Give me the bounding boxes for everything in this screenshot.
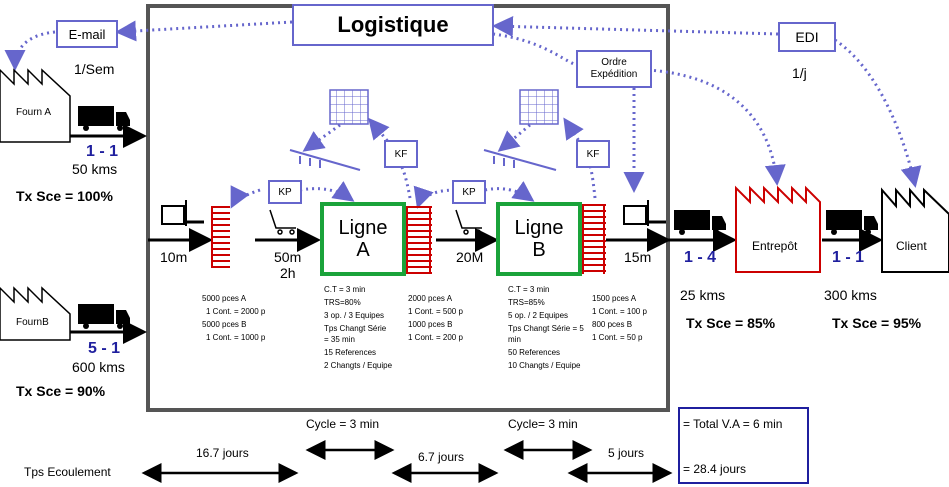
cart-icon <box>269 209 296 235</box>
flow-label-mid1-b: 2h <box>280 265 296 281</box>
timeline-duration-1: 16.7 jours <box>196 446 249 460</box>
cart-icon <box>455 209 482 235</box>
summary-total: = 28.4 jours <box>683 462 747 476</box>
warehouse-label: Entrepôt <box>752 239 798 253</box>
stock-1-info: 5000 pces A 1 Cont. = 2000 p 5000 pces B… <box>202 294 266 342</box>
edi-freq: 1/j <box>792 65 807 81</box>
truck-icon <box>78 106 130 131</box>
warehouse-service: Tx Sce = 85% <box>686 315 776 331</box>
supplier-a-distance: 50 kms <box>72 161 118 177</box>
email-box: E-mail <box>56 20 118 48</box>
timeline-cycle-b: Cycle= 3 min <box>508 417 578 431</box>
client-ratio: 1 - 1 <box>832 249 865 266</box>
kanban-kp-2: KP <box>452 180 486 204</box>
kanban-kp-1: KP <box>268 180 302 204</box>
timeline-cycle-a: Cycle = 3 min <box>306 417 380 431</box>
client-label: Client <box>896 239 927 253</box>
supplier-b-distance: 600 kms <box>72 359 125 375</box>
info-flows <box>4 16 922 209</box>
flow-label-in: 10m <box>160 249 188 265</box>
supplier-a-factory <box>0 68 71 143</box>
stock-stripes-2 <box>406 206 432 274</box>
ligne-b-specs: C.T = 3 min TRS=85% 5 op. / 2 Equipes Tp… <box>508 285 584 370</box>
client-distance: 300 kms <box>824 287 877 303</box>
truck-icon <box>674 210 726 235</box>
stock-2-info: 2000 pces A 1 Cont. = 500 p 1000 pces B … <box>408 294 463 342</box>
flow-label-mid2: 20M <box>456 249 484 265</box>
forklift-icon <box>623 200 666 226</box>
supplier-a-service: Tx Sce = 100% <box>16 188 113 204</box>
edi-box: EDI <box>778 22 836 52</box>
warehouse-distance: 25 kms <box>680 287 726 303</box>
timeline-duration-3: 5 jours <box>608 446 645 460</box>
page-title: Logistique <box>337 12 449 37</box>
kanban-post <box>289 149 557 171</box>
supplier-b-service: Tx Sce = 90% <box>16 383 106 399</box>
client-factory <box>881 187 949 273</box>
ligne-a-box: Ligne A <box>320 202 406 276</box>
supermarket-icon <box>519 89 559 125</box>
flow-label-out: 15m <box>624 249 652 265</box>
flow-label-mid1-a: 50m <box>274 249 302 265</box>
timeline-arrows <box>141 440 673 483</box>
supplier-a-freq: 1/Sem <box>74 61 115 77</box>
kanban-kf-2: KF <box>576 140 610 168</box>
warehouse-factory <box>735 185 821 273</box>
kanban-kf-1: KF <box>384 140 418 168</box>
summary-box <box>678 407 809 484</box>
ligne-a-specs: C.T = 3 min TRS=80% 3 op. / 3 Equipes Tp… <box>324 285 393 370</box>
supplier-b-ratio: 5 - 1 <box>88 340 121 357</box>
supplier-b-factory <box>0 286 71 341</box>
timeline-duration-2: 6.7 jours <box>418 450 465 464</box>
timeline-label: Tps Ecoulement <box>24 465 111 479</box>
stock-3-info: 1500 pces A 1 Cont. = 100 p 800 pces B 1… <box>592 294 647 342</box>
supermarket-icon <box>329 89 369 125</box>
ligne-b-box: Ligne B <box>496 202 582 276</box>
supplier-a-label: Fourn A <box>16 107 52 118</box>
supplier-a-ratio: 1 - 1 <box>86 143 119 160</box>
warehouse-ratio: 1 - 4 <box>684 249 717 266</box>
ordre-expedition-box: Ordre Expédition <box>576 50 652 88</box>
stock-stripes-3 <box>582 204 606 274</box>
truck-icon <box>826 210 878 235</box>
client-service: Tx Sce = 95% <box>832 315 922 331</box>
forklift-icon <box>161 200 204 226</box>
material-arrows <box>70 124 883 344</box>
logistique-box: Logistique <box>292 4 494 46</box>
stock-stripes-1 <box>212 206 230 268</box>
truck-icon <box>78 304 130 329</box>
supplier-b-label: FournB <box>16 317 49 328</box>
summary-va: = Total V.A = 6 min <box>683 417 783 431</box>
